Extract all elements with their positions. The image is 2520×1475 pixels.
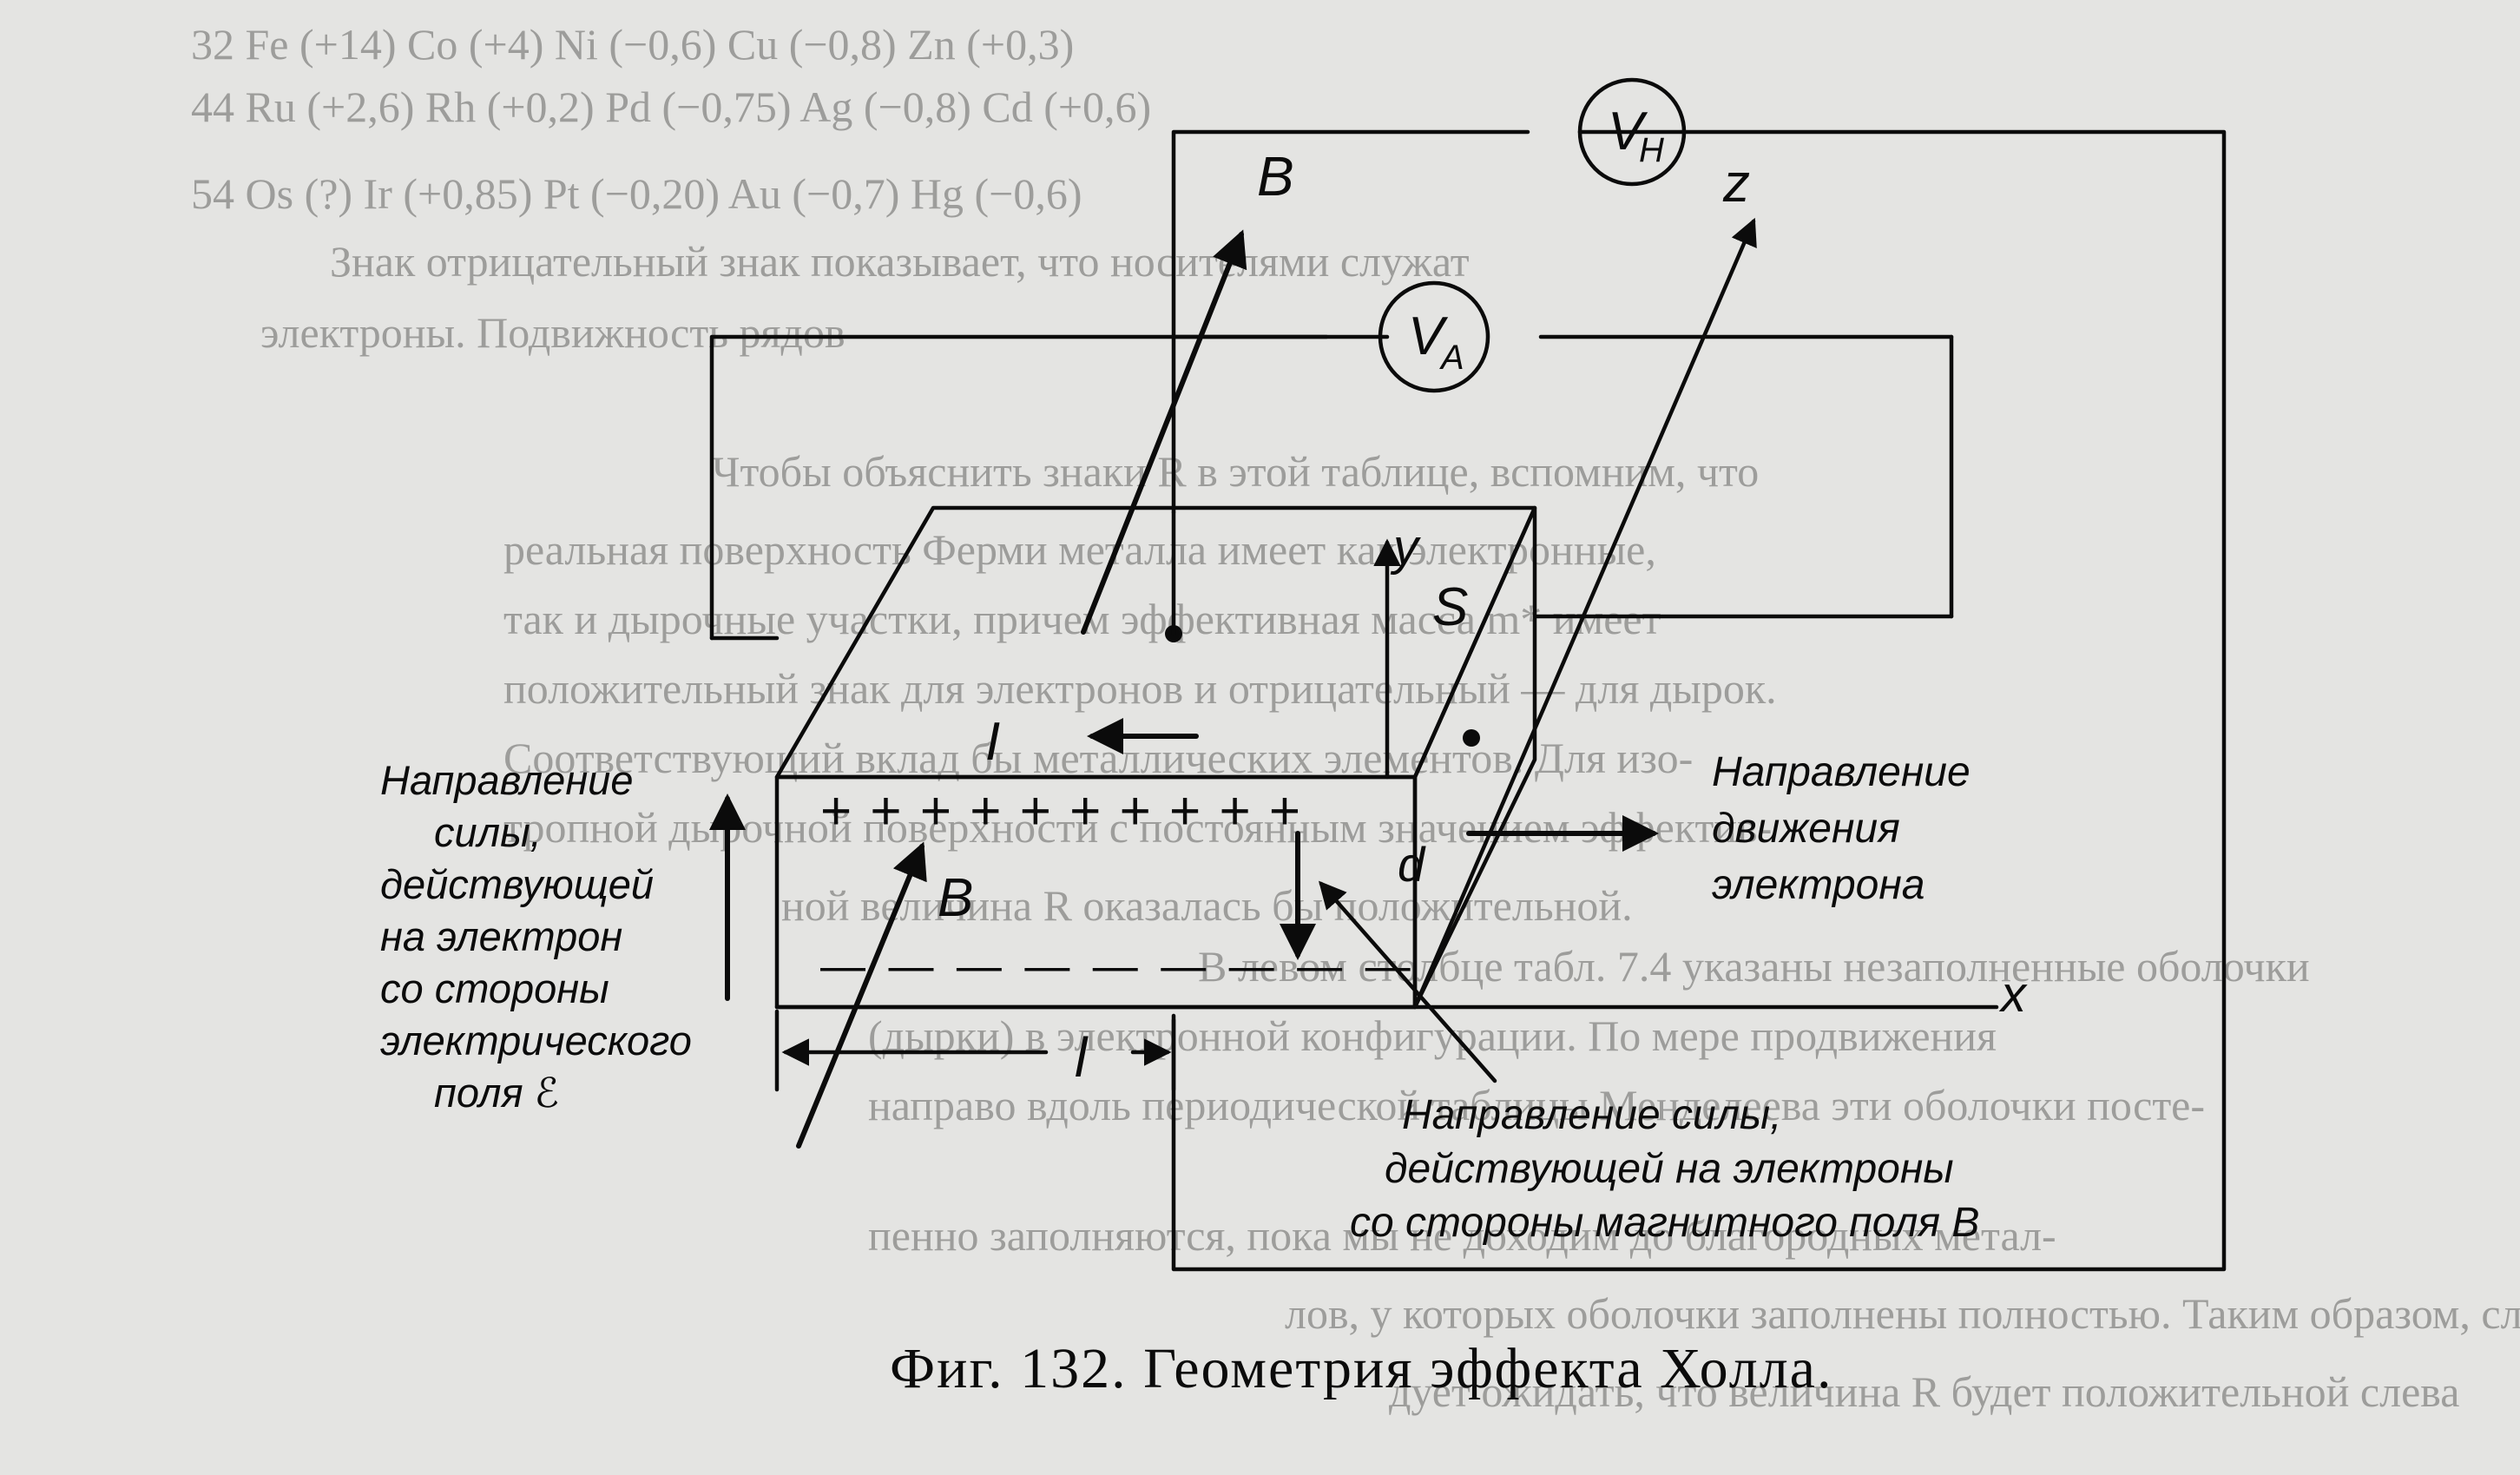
- magnetic-field-arrow-front: [796, 841, 927, 1149]
- electric-force-label: Направление силы, действующей на электро…: [380, 757, 692, 1116]
- electric-force-label-line: Направление: [380, 757, 633, 803]
- positive-charges: + + + + + + + + + +: [820, 781, 1302, 841]
- hall-voltmeter-circle: [1577, 77, 1687, 187]
- ghost-text-line: положительный знак для электронов и отри…: [503, 664, 1777, 713]
- electron-motion-label-line: движения: [1712, 806, 1900, 852]
- y-axis-label: y: [1390, 519, 1421, 576]
- electric-force-label-line: на электрон: [380, 913, 622, 959]
- ghost-text-line: Знак отрицательный знак показывает, что …: [330, 237, 1470, 286]
- figure-caption: Фиг. 132. Геометрия эффекта Холла.: [890, 1337, 1832, 1400]
- x-axis-label: x: [1998, 966, 2028, 1023]
- magnetic-force-label-line: Направление силы,: [1402, 1092, 1781, 1138]
- z-axis-label: z: [1722, 154, 1750, 214]
- electron-motion-label: Направление движения электрона: [1712, 749, 1971, 908]
- thickness-label: d: [1398, 837, 1426, 892]
- electric-force-label-line: поля ℰ: [434, 1070, 559, 1116]
- background-text: 32 Fe (+14) Co (+4) Ni (−0,6) Cu (−0,8) …: [191, 20, 2520, 1416]
- ghost-table-row: 44 Ru (+2,6) Rh (+0,2) Pd (−0,75) Ag (−0…: [191, 82, 1151, 131]
- current-label: I: [985, 712, 1000, 772]
- ghost-text-line: Чтобы объяснить знаки R в этой таблице, …: [712, 447, 1759, 496]
- hall-circuit-wire: [1171, 129, 1530, 515]
- electron-motion-label-line: Направление: [1712, 749, 1971, 795]
- ghost-text-line: лов, у которых оболочки заполнены полнос…: [1285, 1289, 2520, 1338]
- negative-charges: — — — — — — — — —: [820, 941, 1416, 991]
- hall-voltmeter-subscript: H: [1639, 131, 1664, 169]
- magnetic-field-label-top: B: [1257, 145, 1294, 207]
- ghost-table-row: 54 Os (?) Ir (+0,85) Pt (−0,20) Au (−0,7…: [191, 169, 1082, 218]
- z-axis: [1412, 217, 1757, 1010]
- magnetic-force-label: Направление силы, действующей на электро…: [1350, 1092, 1979, 1246]
- hall-circuit-wire: [1171, 129, 2227, 1272]
- magnetic-force-leader: [1319, 880, 1497, 1083]
- electric-force-label-line: силы,: [434, 809, 542, 855]
- electric-force-label-line: действующей: [380, 861, 654, 907]
- ghost-text-line: электроны. Подвижность рядов: [260, 308, 845, 357]
- applied-voltmeter-circle: [1378, 280, 1490, 393]
- ghost-text-line: реальная поверхность Ферми металла имеет…: [503, 525, 1656, 574]
- ghost-text-line: так и дырочные участки, причем эффективн…: [503, 595, 1661, 643]
- applied-voltmeter-label: V: [1408, 306, 1449, 366]
- applied-circuit: [709, 334, 1954, 641]
- ghost-text-line: дует ожидать, что величина R будет полож…: [1389, 1367, 2459, 1416]
- length-label: l: [1075, 1026, 1089, 1089]
- hall-contact-side: [1463, 729, 1480, 747]
- ghost-text-line: направо вдоль периодической таблицы Менд…: [868, 1081, 2205, 1129]
- magnetic-field-arrow-top: [1081, 229, 1247, 635]
- magnetic-field-label-front: B: [938, 868, 973, 928]
- applied-circuit-wire: [709, 334, 1329, 641]
- applied-voltmeter: V A: [1378, 280, 1490, 393]
- hall-voltmeter-label: V: [1608, 102, 1648, 161]
- hall-voltmeter: V H: [1577, 77, 1687, 187]
- electric-force-label-line: со стороны: [380, 965, 609, 1011]
- ghost-text-line: пенно заполняются, пока мы не доходим до…: [868, 1211, 2056, 1260]
- ghost-text-line: ной величина R оказалась бы положительно…: [781, 881, 1633, 930]
- magnetic-force-label-line: действующей на электроны: [1385, 1146, 1954, 1192]
- electron-motion-label-line: электрона: [1712, 862, 1925, 908]
- hall-circuit: [1171, 129, 2227, 1272]
- ghost-text-line: В левом столбце табл. 7.4 указаны незапо…: [1198, 942, 2310, 991]
- electric-force-label-line: электрического: [380, 1017, 692, 1063]
- area-label: S: [1432, 577, 1468, 637]
- magnetic-force-label-line: со стороны магнитного поля B: [1350, 1200, 1979, 1246]
- ghost-text-line: (дырки) в электронной конфигурации. По м…: [868, 1011, 1997, 1060]
- ghost-table-row: 32 Fe (+14) Co (+4) Ni (−0,6) Cu (−0,8) …: [191, 20, 1074, 69]
- applied-voltmeter-subscript: A: [1439, 339, 1464, 377]
